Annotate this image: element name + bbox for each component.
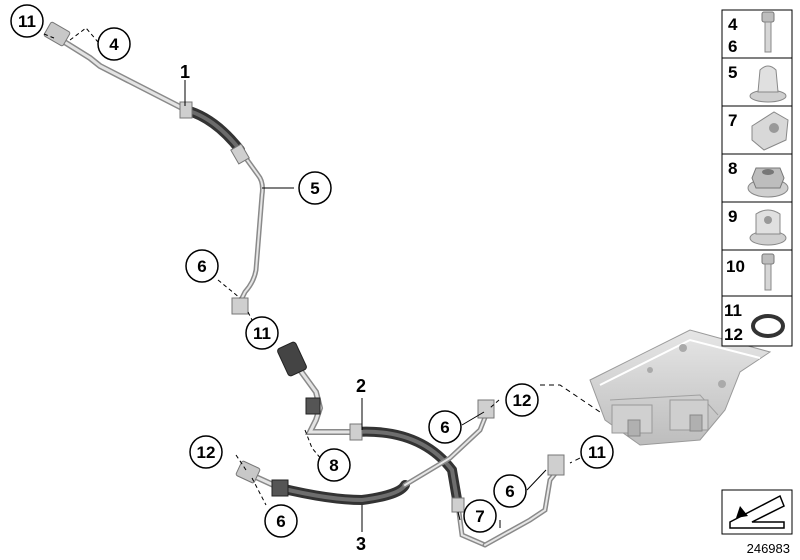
legend-cell: 9: [721, 201, 793, 251]
pipe-clip-icon: [749, 65, 787, 103]
pipe-line-2: [277, 341, 488, 548]
callout: 11: [245, 316, 279, 350]
svg-text:7: 7: [728, 111, 737, 130]
svg-text:5: 5: [310, 179, 319, 198]
direction-box: [721, 489, 793, 535]
svg-text:11: 11: [588, 443, 606, 462]
svg-text:4: 4: [728, 15, 738, 34]
svg-text:5: 5: [728, 63, 737, 82]
svg-text:10: 10: [726, 257, 745, 276]
svg-text:12: 12: [197, 443, 216, 462]
pipe-line-right: [482, 454, 565, 548]
svg-text:6: 6: [197, 257, 206, 276]
callout: 6: [493, 474, 527, 508]
svg-text:11: 11: [18, 12, 36, 31]
svg-text:11: 11: [724, 301, 742, 320]
direction-arrow-icon: [729, 494, 785, 529]
part-label: 2: [356, 376, 366, 396]
callout: 12: [189, 435, 223, 469]
mounting-bracket: [589, 329, 772, 446]
parts-legend: 4 6 5 7 8: [721, 9, 793, 347]
svg-text:8: 8: [329, 456, 338, 475]
callout: 6: [428, 410, 462, 444]
diagram-number: 246983: [747, 541, 790, 556]
svg-text:6: 6: [440, 418, 449, 437]
callout: 12: [505, 383, 539, 417]
svg-text:9: 9: [728, 207, 737, 226]
legend-cell: 7: [721, 105, 793, 155]
svg-text:6: 6: [276, 512, 285, 531]
svg-text:6: 6: [505, 482, 514, 501]
callout: 4: [97, 27, 131, 61]
legend-cell: 10: [721, 249, 793, 297]
callout: 6: [185, 249, 219, 283]
svg-text:12: 12: [724, 325, 743, 344]
callout: 8: [317, 448, 351, 482]
hex-nut-icon: [747, 167, 789, 198]
svg-text:4: 4: [109, 35, 119, 54]
svg-text:6: 6: [728, 37, 737, 56]
bracket-clip-icon: [751, 111, 789, 151]
callout: 11: [580, 435, 614, 469]
pipe-line-1: [43, 21, 265, 315]
svg-text:7: 7: [475, 507, 484, 526]
legend-cell: 11 12: [721, 295, 793, 347]
double-clip-icon: [749, 209, 787, 246]
legend-cell: 8: [721, 153, 793, 203]
legend-cell: 4 6: [721, 9, 793, 59]
o-ring-icon: [751, 314, 785, 338]
legend-cell: 5: [721, 57, 793, 107]
part-label: 1: [180, 62, 190, 82]
svg-text:11: 11: [253, 324, 271, 343]
svg-text:12: 12: [513, 391, 532, 410]
svg-text:8: 8: [728, 159, 737, 178]
callout: 7: [463, 499, 497, 533]
callout: 5: [298, 171, 332, 205]
callout: 6: [264, 504, 298, 538]
callout: 11: [10, 4, 44, 38]
bolt-icon: [761, 253, 775, 291]
part-label: 3: [356, 534, 366, 554]
bolt-icon: [761, 11, 775, 53]
